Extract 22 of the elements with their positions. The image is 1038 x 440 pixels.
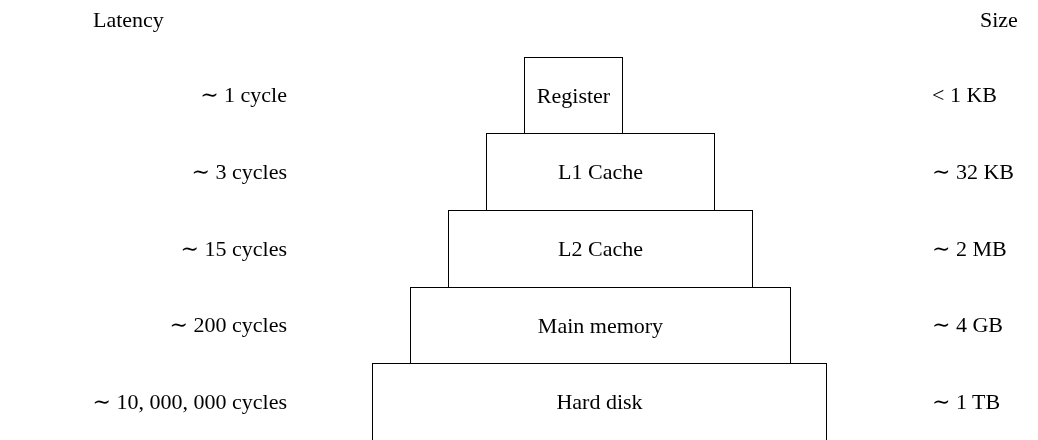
size-value: < 1 KB [932,82,997,108]
latency-value: ∼ 200 cycles [169,312,287,338]
size-value: ∼ 32 KB [932,159,1014,185]
memory-level-box [410,287,791,364]
latency-value: ∼ 10, 000, 000 cycles [92,389,287,415]
latency-value: ∼ 1 cycle [200,82,287,108]
level-name: Register [536,82,611,109]
memory-level-box [524,57,623,134]
latency-value: ∼ 15 cycles [180,236,287,262]
size-value: ∼ 2 MB [932,236,1007,262]
column-heading: Size [980,7,1018,33]
column-heading: Latency [93,7,164,33]
memory-level-box [372,363,827,440]
memory-level-box [448,210,753,288]
size-value: ∼ 1 TB [932,389,1001,415]
latency-value: ∼ 3 cycles [191,159,287,185]
memory-level-box [486,133,715,211]
level-name: L2 Cache [558,235,643,262]
size-value: ∼ 4 GB [932,312,1003,338]
level-name: Main memory [537,312,664,339]
level-name: Hard disk [556,389,643,415]
level-name: L1 Cache [558,158,643,185]
